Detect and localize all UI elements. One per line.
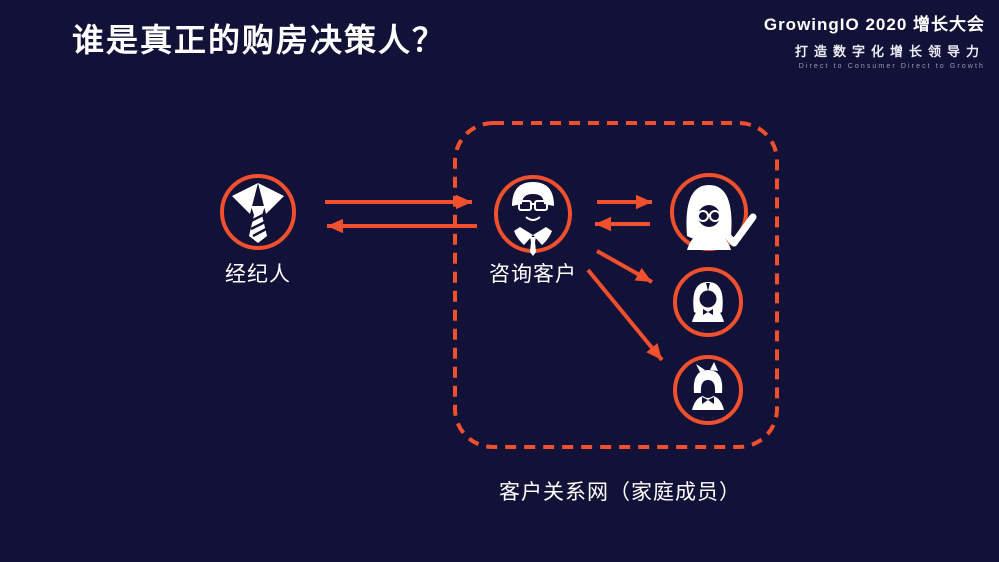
logo-tagline-text: 打造数字化增长领导力 [794,44,985,59]
woman-glasses-icon [686,185,732,250]
family-boy-node [673,355,743,425]
family-group-border [453,121,779,449]
arrow-consulting-to-woman [596,249,653,284]
broker-label: 经纪人 [225,263,291,286]
woman-ring [673,267,743,337]
consulting-customer-label: 咨询客户 [489,263,577,286]
woman-icon [692,282,724,322]
check-icon [718,213,757,247]
tie-icon [232,183,284,243]
man-glasses-icon [512,182,554,256]
consulting-customer-node [494,175,572,256]
growingio-logo: GrowingIO 2020 增长大会 打造数字化增长领导力 Direct to… [764,10,985,70]
boy-icon [692,362,724,410]
broker-node [220,174,296,250]
broker-ring [220,174,296,250]
family-woman-node [673,267,743,337]
family-group-label: 客户关系网（家庭成员） [499,481,741,504]
boy-ring [673,355,743,425]
family-woman-glasses-node [670,173,757,251]
logo-tagline-en-text: Direct to Consumer Direct to Growth [798,63,985,70]
diagram-edges [325,194,664,362]
logo-brand-text: GrowingIO 2020 增长大会 [763,15,985,34]
page-title: 谁是真正的购房决策人？ [72,22,447,58]
arrow-consulting-to-boy [586,268,664,362]
